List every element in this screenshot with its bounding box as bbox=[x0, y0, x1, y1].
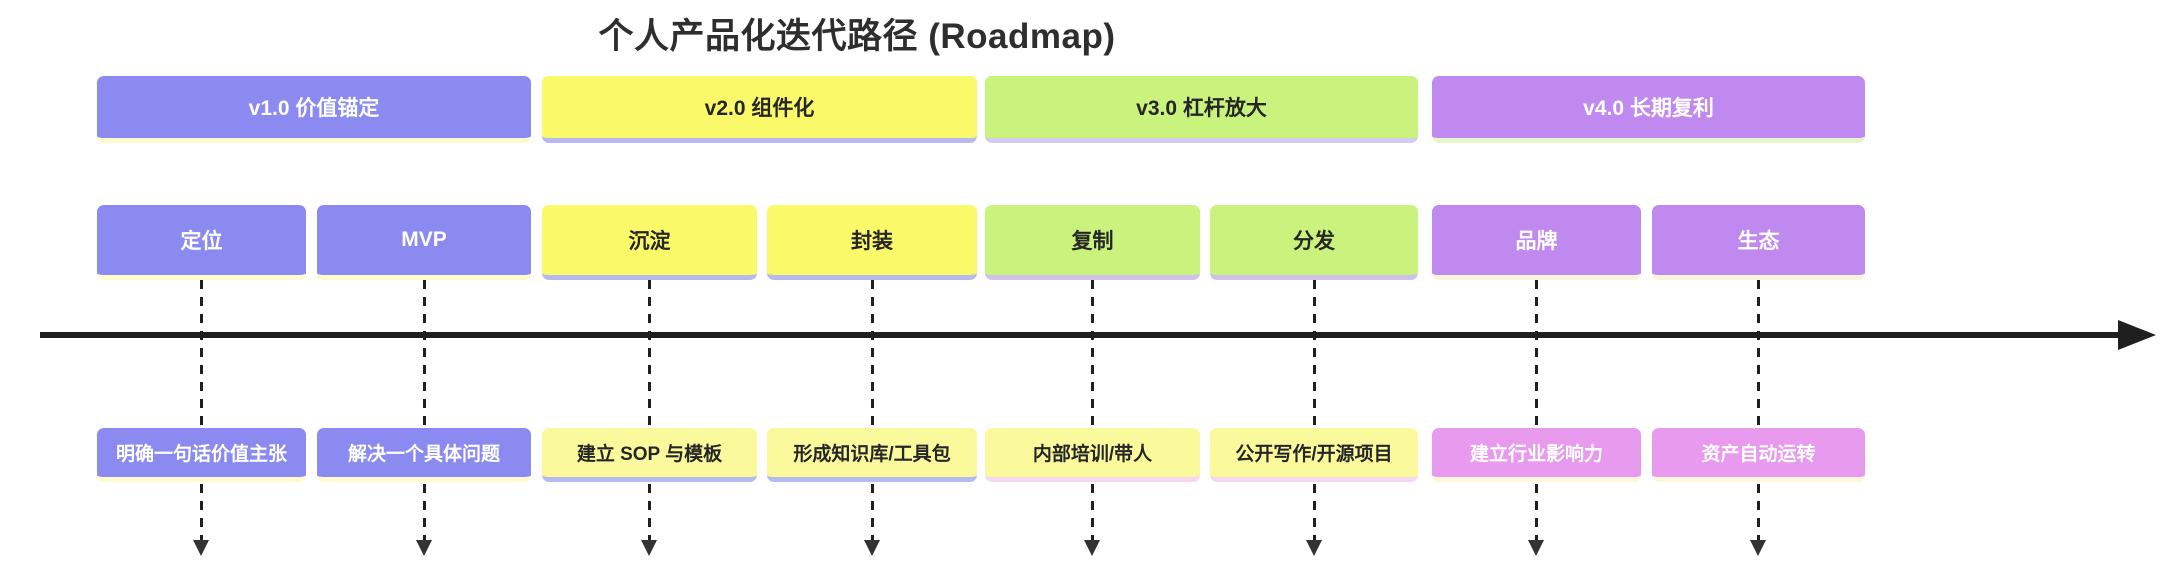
milestone-dingwei: 定位 bbox=[97, 205, 306, 280]
down-arrowhead-icon bbox=[1084, 540, 1100, 556]
connector-dashed-arrow bbox=[1306, 280, 1322, 558]
description-box-7: 建立行业影响力 bbox=[1432, 428, 1641, 482]
dashed-line bbox=[1756, 280, 1760, 540]
connector-dashed-arrow bbox=[1084, 280, 1100, 558]
phase-bar-v3: v3.0 杠杆放大 bbox=[985, 76, 1418, 143]
timeline-arrowhead-icon bbox=[2118, 320, 2156, 350]
description-box-3: 建立 SOP 与模板 bbox=[542, 428, 757, 482]
dashed-line bbox=[1534, 280, 1538, 540]
connector-dashed-arrow bbox=[1750, 280, 1766, 558]
description-box-4: 形成知识库/工具包 bbox=[767, 428, 977, 482]
timeline-axis bbox=[40, 332, 2120, 338]
connector-dashed-arrow bbox=[416, 280, 432, 558]
phase-bar-v4: v4.0 长期复利 bbox=[1432, 76, 1865, 143]
down-arrowhead-icon bbox=[1750, 540, 1766, 556]
down-arrowhead-icon bbox=[416, 540, 432, 556]
milestone-chendian: 沉淀 bbox=[542, 205, 757, 280]
phase-bar-v1: v1.0 价值锚定 bbox=[97, 76, 531, 143]
down-arrowhead-icon bbox=[1306, 540, 1322, 556]
description-box-1: 明确一句话价值主张 bbox=[97, 428, 306, 482]
description-box-8: 资产自动运转 bbox=[1652, 428, 1865, 482]
milestone-mvp: MVP bbox=[317, 205, 531, 280]
milestone-fuzhi: 复制 bbox=[985, 205, 1200, 280]
connector-dashed-arrow bbox=[1528, 280, 1544, 558]
description-box-5: 内部培训/带人 bbox=[985, 428, 1200, 482]
phase-bar-v2: v2.0 组件化 bbox=[542, 76, 977, 143]
description-box-2: 解决一个具体问题 bbox=[317, 428, 531, 482]
description-box-6: 公开写作/开源项目 bbox=[1210, 428, 1418, 482]
dashed-line bbox=[422, 280, 426, 540]
page-title: 个人产品化迭代路径 (Roadmap) bbox=[598, 17, 1116, 56]
dashed-line bbox=[1312, 280, 1316, 540]
milestone-fengzhuang: 封装 bbox=[767, 205, 977, 280]
dashed-line bbox=[647, 280, 651, 540]
down-arrowhead-icon bbox=[641, 540, 657, 556]
milestone-pinpai: 品牌 bbox=[1432, 205, 1641, 280]
down-arrowhead-icon bbox=[193, 540, 209, 556]
connector-dashed-arrow bbox=[864, 280, 880, 558]
dashed-line bbox=[1090, 280, 1094, 540]
dashed-line bbox=[199, 280, 203, 540]
milestone-shengtai: 生态 bbox=[1652, 205, 1865, 280]
down-arrowhead-icon bbox=[1528, 540, 1544, 556]
connector-dashed-arrow bbox=[193, 280, 209, 558]
down-arrowhead-icon bbox=[864, 540, 880, 556]
connector-dashed-arrow bbox=[641, 280, 657, 558]
dashed-line bbox=[870, 280, 874, 540]
milestone-fenfa: 分发 bbox=[1210, 205, 1418, 280]
